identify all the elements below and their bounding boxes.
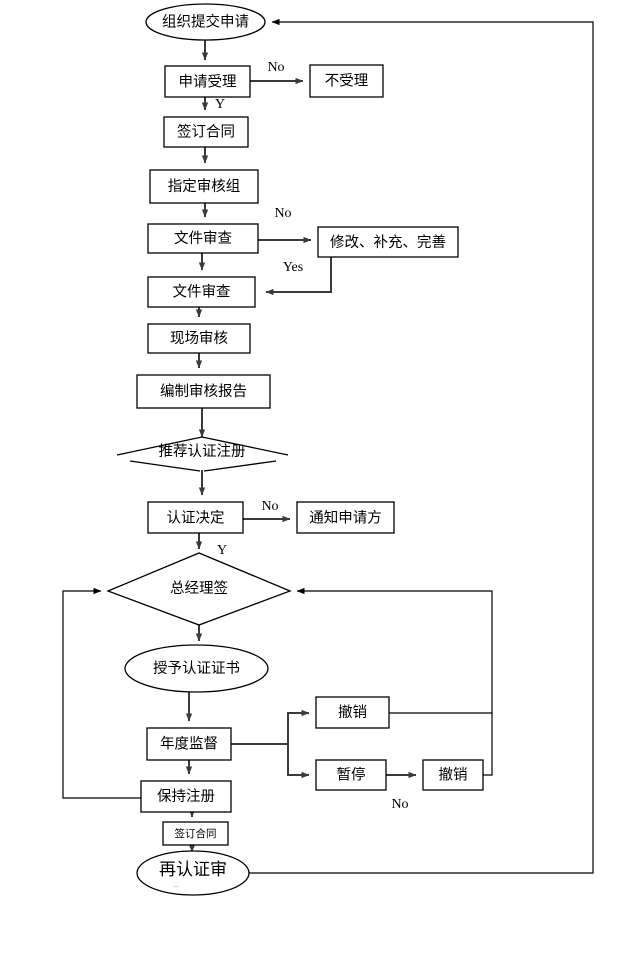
- node-annual-supervision-label: 年度监督: [160, 736, 218, 753]
- edge-revokeright-to-rail: [483, 713, 493, 776]
- node-recertification-audit-artifact: ..: [173, 880, 178, 889]
- edge-maintain-to-gmsign: [62, 587, 141, 799]
- node-sign-contract[interactable]: 签订合同: [163, 116, 249, 148]
- node-grant-certificate-label: 授予认证证书: [153, 660, 240, 677]
- node-recertification-audit-label: 再认证审: [159, 860, 227, 880]
- edge-supervision-to-revoke: [287, 709, 310, 744]
- node-sign-contract-label: 签订合同: [177, 124, 235, 141]
- edge-label-decision-yes: Y: [217, 543, 227, 558]
- node-gm-signature-label: 总经理签: [170, 580, 228, 597]
- node-compile-report[interactable]: 编制审核报告: [136, 374, 271, 409]
- node-revoke-top-label: 撤销: [338, 704, 367, 721]
- node-onsite-audit[interactable]: 现场审核: [147, 323, 251, 354]
- node-assign-audit-team[interactable]: 指定审核组: [149, 169, 259, 204]
- node-maintain-registration[interactable]: 保持注册: [140, 780, 232, 813]
- edge-revoketop-to-gmsign: [296, 587, 493, 714]
- node-suspend[interactable]: 暂停: [315, 759, 387, 791]
- node-recommend-registration-label: 推荐认证注册: [159, 443, 246, 460]
- node-notify-applicant-label: 通知申请方: [309, 510, 382, 527]
- node-annual-supervision[interactable]: 年度监督: [146, 727, 232, 761]
- node-gm-signature[interactable]: 总经理签: [106, 552, 292, 626]
- node-doc-review-2[interactable]: 文件审查: [147, 276, 256, 308]
- node-certification-decision-label: 认证决定: [167, 510, 225, 527]
- node-apply-submit-label: 组织提交申请: [162, 13, 249, 31]
- node-sign-contract-small-label: 签订合同: [175, 827, 217, 840]
- node-doc-review-1[interactable]: 文件审查: [147, 223, 259, 254]
- node-suspend-label: 暂停: [337, 767, 366, 784]
- edge-label-accept-yes: Y: [215, 97, 225, 112]
- node-compile-report-label: 编制审核报告: [160, 383, 247, 400]
- node-not-accepted-label: 不受理: [325, 73, 369, 90]
- edge-label-decision-no: No: [261, 499, 278, 514]
- node-revoke-top[interactable]: 撤销: [315, 696, 390, 729]
- node-maintain-registration-label: 保持注册: [157, 788, 215, 805]
- node-doc-review-1-label: 文件审查: [174, 230, 232, 247]
- node-revise-supplement[interactable]: 修改、补充、完善: [317, 226, 459, 258]
- edge-revise-to-docreview2: [265, 257, 332, 296]
- node-certification-decision[interactable]: 认证决定: [147, 501, 244, 534]
- node-recertification-audit[interactable]: 再认证审 ..: [136, 850, 250, 896]
- edge-label-revise-yes: Yes: [283, 260, 303, 275]
- node-apply-submit[interactable]: 组织提交申请: [145, 3, 266, 41]
- node-recommend-registration[interactable]: 推荐认证注册: [116, 436, 289, 472]
- edge-label-revoke-no: No: [391, 797, 408, 812]
- edge-recertification-to-apply: [249, 18, 594, 874]
- node-not-accepted[interactable]: 不受理: [309, 64, 384, 98]
- node-grant-certificate[interactable]: 授予认证证书: [124, 644, 269, 693]
- node-notify-applicant[interactable]: 通知申请方: [296, 501, 395, 534]
- node-sign-contract-small[interactable]: 签订合同: [162, 821, 229, 846]
- node-revise-supplement-label: 修改、补充、完善: [330, 234, 446, 251]
- edge-supervision-to-suspend: [287, 744, 310, 779]
- node-accept-application-label: 申请受理: [179, 74, 237, 91]
- edge-label-docreview-no: No: [274, 206, 291, 221]
- node-doc-review-2-label: 文件审查: [173, 284, 231, 301]
- node-revoke-right[interactable]: 撤销: [422, 759, 484, 791]
- node-accept-application[interactable]: 申请受理: [164, 65, 251, 98]
- node-revoke-right-label: 撤销: [439, 767, 468, 784]
- node-assign-audit-team-label: 指定审核组: [168, 178, 241, 195]
- node-onsite-audit-label: 现场审核: [170, 330, 228, 347]
- edge-label-accept-no: No: [267, 60, 284, 75]
